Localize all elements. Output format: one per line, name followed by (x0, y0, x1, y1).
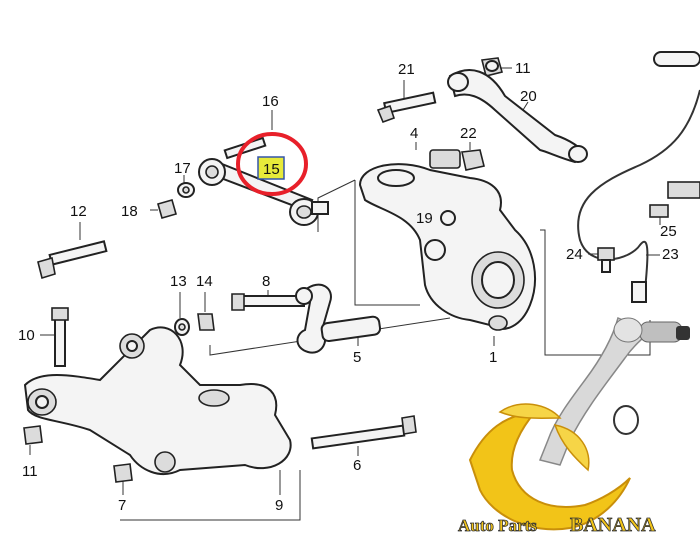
watermark: Auto Parts BANANA (458, 316, 690, 536)
callout-4[interactable]: 4 (410, 125, 418, 142)
callout-7[interactable]: 7 (118, 497, 126, 514)
callout-15[interactable]: 15 (263, 161, 280, 178)
screw-24 (597, 247, 615, 273)
callout-labels: 21 11 20 16 4 22 17 18 12 19 25 24 23 13… (18, 60, 679, 514)
callout-23[interactable]: 23 (662, 246, 679, 263)
callout-11-top[interactable]: 11 (515, 60, 531, 77)
bolt-6 (310, 415, 417, 450)
product-link-photo (538, 316, 652, 466)
callout-1[interactable]: 1 (489, 349, 497, 366)
link-15 (198, 136, 329, 226)
wheel-carrier-1 (358, 163, 536, 331)
callout-10[interactable]: 10 (18, 327, 35, 344)
nut-22 (461, 149, 485, 171)
callout-25[interactable]: 25 (660, 223, 677, 240)
nut-11-top (481, 57, 503, 77)
highlight-circle (236, 132, 308, 196)
washer-13 (174, 318, 190, 336)
callout-22[interactable]: 22 (460, 125, 477, 142)
callout-6[interactable]: 6 (353, 457, 361, 474)
link-8 (231, 283, 332, 354)
control-arm-20 (447, 69, 588, 164)
nut-14 (197, 313, 215, 331)
watermark-text-large: BANANA (570, 514, 656, 536)
washer-17 (177, 182, 195, 198)
highlight-box-15 (257, 156, 285, 180)
callout-9[interactable]: 9 (275, 497, 283, 514)
callout-18[interactable]: 18 (121, 203, 138, 220)
callout-12[interactable]: 12 (70, 203, 87, 220)
callout-20[interactable]: 20 (520, 88, 537, 105)
callout-13[interactable]: 13 (170, 273, 187, 290)
banana-logo (468, 410, 631, 531)
bushing-4 (429, 149, 461, 169)
callout-17[interactable]: 17 (174, 160, 191, 177)
subframe-9 (23, 326, 292, 475)
callout-8[interactable]: 8 (262, 273, 270, 290)
callout-19[interactable]: 19 (416, 210, 433, 227)
bolt-12 (37, 240, 108, 280)
sleeve-5 (320, 315, 382, 343)
callout-16[interactable]: 16 (262, 93, 279, 110)
bolt-10 (51, 307, 69, 367)
callout-11-bottom[interactable]: 11 (22, 463, 38, 480)
nut-11-bottom (23, 425, 43, 445)
bolt-21 (376, 91, 437, 124)
callout-21[interactable]: 21 (398, 61, 415, 78)
callout-14[interactable]: 14 (196, 273, 213, 290)
nut-7 (113, 463, 133, 483)
nut-18 (157, 199, 177, 219)
highlight-part-15: 15 (236, 132, 308, 196)
callout-5[interactable]: 5 (353, 349, 361, 366)
watermark-text-small: Auto Parts (458, 516, 537, 535)
sensor-wire (577, 51, 700, 303)
callout-24[interactable]: 24 (566, 246, 583, 263)
